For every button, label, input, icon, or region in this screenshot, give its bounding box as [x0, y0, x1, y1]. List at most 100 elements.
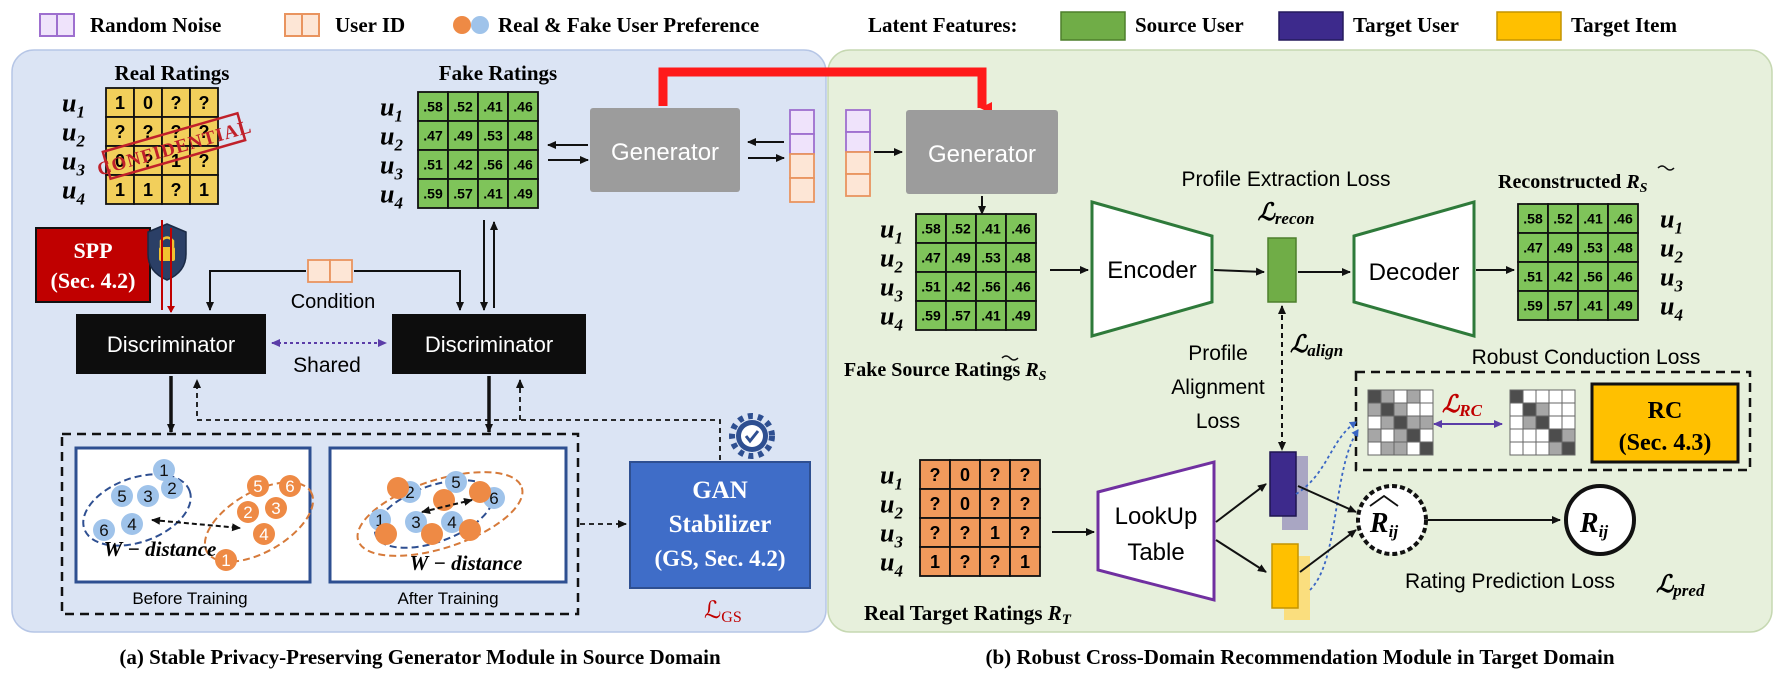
rc-grid-cell	[1561, 415, 1576, 430]
encoder-to-latent-arrow	[1213, 267, 1265, 276]
svg-text:5: 5	[451, 473, 460, 492]
rc-grid-cell	[1380, 402, 1395, 417]
matrix-cell: 1	[189, 174, 219, 205]
target-user-latent	[1269, 451, 1308, 530]
matrix-cell-value: .48	[513, 128, 533, 144]
svg-text:6: 6	[285, 477, 294, 496]
true-rating-text: Rij	[1579, 508, 1608, 541]
matrix-cell: .56	[1577, 261, 1609, 292]
rc-grid-cell	[1509, 441, 1524, 456]
matrix-cell-value: ?	[199, 93, 210, 113]
matrix-cell-value: .59	[921, 308, 941, 324]
matrix-cell-value: ?	[990, 494, 1001, 514]
matrix-cell: .46	[507, 91, 539, 122]
matrix-cell: 1	[105, 87, 135, 118]
matrix-cell: ?	[161, 87, 191, 118]
matrix-cell-value: ?	[960, 523, 971, 543]
rc-grid-cell	[1380, 415, 1395, 430]
rc-grid-cell	[1406, 402, 1421, 417]
matrix-cell: .59	[915, 300, 947, 331]
matrix-cell-value: .42	[1553, 269, 1573, 285]
real-preference-dot	[453, 16, 471, 34]
rc-grid-cell	[1393, 389, 1408, 404]
gan-stabilizer-box: GAN Stabilizer (GS, Sec. 4.2)	[629, 461, 811, 589]
matrix-cell: ?	[979, 459, 1011, 490]
matrix-cell: .46	[1005, 271, 1037, 302]
matrix-cell-value: .41	[483, 186, 503, 202]
rc-grid-cell	[1406, 389, 1421, 404]
user-label: u3	[62, 147, 85, 180]
matrix-cell: .49	[1607, 290, 1639, 321]
matrix-cell: .49	[507, 178, 539, 209]
user-label: u3	[380, 151, 403, 184]
after-distance-arrow	[421, 497, 473, 515]
rc-grid-cell	[1522, 441, 1537, 456]
matrix-cell-value: .46	[1613, 269, 1633, 285]
embedding-point: 5	[111, 485, 133, 507]
matrix-cell-value: .59	[423, 186, 443, 202]
matrix-cell-value: .58	[423, 99, 443, 115]
right-caption: (b) Robust Cross-Domain Recommendation M…	[985, 645, 1614, 669]
gear-check-icon	[729, 413, 775, 459]
matrix-cell: .46	[1005, 213, 1037, 244]
matrix-cell: ?	[919, 459, 951, 490]
matrix-cell-value: ?	[990, 552, 1001, 572]
svg-text:1: 1	[375, 511, 384, 530]
matrix-cell-value: ?	[1020, 465, 1031, 485]
matrix-cell: .41	[477, 178, 509, 209]
red-flow-arrow	[658, 67, 992, 114]
embedding-point: 4	[441, 511, 463, 533]
spp-title: SPP	[73, 238, 112, 263]
matrix-cell-value: .46	[1613, 211, 1633, 227]
svg-text:6: 6	[99, 521, 108, 540]
matrix-cell: .49	[1005, 300, 1037, 331]
matrix-cell: ?	[1009, 517, 1041, 548]
matrix-cell: .41	[975, 300, 1007, 331]
legend-source-user: Source User	[1135, 13, 1244, 37]
rc-grid-cell	[1535, 428, 1550, 443]
condition-to-disc-right	[354, 270, 464, 311]
gs-title-2: Stabilizer	[669, 511, 772, 538]
lock-icon	[147, 223, 187, 281]
matrix-cell: .52	[1547, 203, 1579, 234]
rc-grid-cell	[1367, 389, 1382, 404]
lookup-to-item-arrow	[1215, 539, 1267, 573]
matrix-cell: .58	[417, 91, 449, 122]
matrix-cell: .49	[1547, 232, 1579, 263]
matrix-cell-value: .41	[981, 221, 1001, 237]
loss-pred: ℒpred	[1656, 572, 1705, 600]
matrix-cell-value: .46	[513, 99, 533, 115]
rc-correlation-grid-target	[1509, 389, 1576, 456]
profile-alignment-1: Profile	[1188, 342, 1248, 365]
embedding-point: 6	[93, 519, 115, 541]
user-to-rc-link	[1295, 421, 1357, 495]
gs-section: (GS, Sec. 4.2)	[655, 546, 786, 571]
embedding-point: 5	[445, 471, 467, 493]
rc-grid-cell	[1535, 389, 1550, 404]
gs-feedback-left	[193, 379, 721, 460]
rc-grid-cell	[1509, 428, 1524, 443]
matrix-cell: .59	[417, 178, 449, 209]
generator-left: Generator	[590, 108, 740, 192]
matrix-cell: .47	[915, 242, 947, 273]
matrix-cell-value: .41	[483, 99, 503, 115]
rc-grid-cell	[1380, 389, 1395, 404]
user-label: u4	[380, 180, 403, 213]
matrix-cell: .47	[1517, 232, 1549, 263]
rc-grid-cell	[1522, 415, 1537, 430]
matrix-cell-value: .46	[1011, 279, 1031, 295]
matrix-cell: ?	[979, 488, 1011, 519]
true-rating-node: Rij	[1564, 484, 1636, 556]
matrix-cell: ?	[919, 517, 951, 548]
embedding-point	[433, 489, 455, 511]
target-item-latent	[1271, 543, 1310, 620]
user-label: u1	[880, 215, 903, 248]
real-ratings-title: Real Ratings	[115, 61, 230, 85]
rc-grid-cell	[1393, 428, 1408, 443]
before-w-distance: W − distance	[104, 537, 217, 561]
fake-ratings-title: Fake Ratings	[439, 61, 557, 85]
source-latent-vector	[1267, 237, 1297, 303]
svg-text:4: 4	[127, 515, 136, 534]
